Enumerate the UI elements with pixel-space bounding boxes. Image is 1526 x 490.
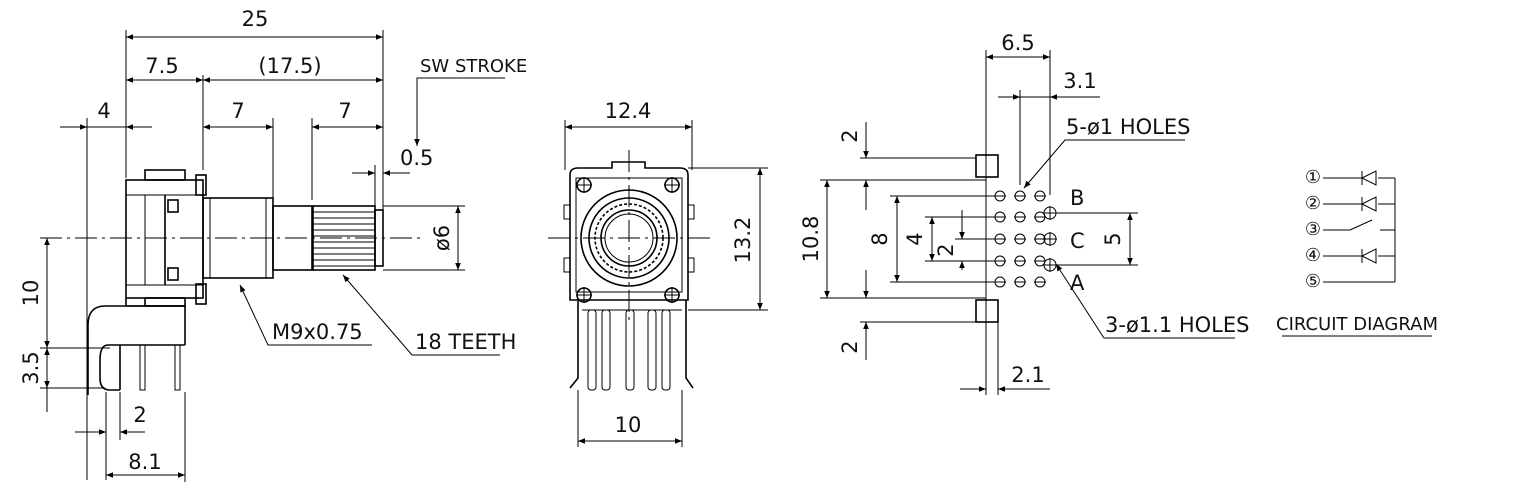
dim-7b: 7 (338, 99, 351, 123)
pcb-holes (994, 190, 1057, 288)
dim-2-mid: 2 (934, 243, 958, 256)
dim-10-8: 10.8 (799, 216, 823, 263)
circuit-pin-1: ① (1305, 167, 1321, 188)
dim-8: 8 (868, 232, 892, 245)
dim-7-5: 7.5 (145, 54, 178, 78)
circuit-pin-2: ② (1305, 193, 1321, 214)
dim-5: 5 (1101, 232, 1125, 245)
dim-25: 25 (242, 7, 269, 31)
front-terminals (569, 300, 694, 391)
pin-a-label: A (1070, 271, 1085, 295)
diode-symbol (1360, 170, 1377, 186)
dim-2-1: 2.1 (1011, 363, 1044, 387)
mount-pad-bottom (975, 299, 999, 323)
pcb-layout: 6.5 3.1 5-ø1 HOLES 2 10.8 8 4 (799, 31, 1249, 395)
sw-stroke-label: SW STROKE (420, 56, 527, 77)
dim-6-5: 6.5 (1001, 31, 1034, 55)
dim-2-side: 2 (133, 403, 146, 427)
front-body (569, 161, 689, 301)
dim-10-side: 10 (19, 280, 43, 307)
sw-stroke-leader (414, 77, 505, 146)
circuit-diagram-title: CIRCUIT DIAGRAM (1276, 314, 1438, 335)
circuit-pin-4: ④ (1305, 245, 1321, 266)
dim-3-1: 3.1 (1063, 69, 1096, 93)
terminal-pin (139, 344, 146, 391)
holes-5-label: 5-ø1 HOLES (1066, 115, 1190, 139)
dim-17-5: (17.5) (258, 54, 321, 78)
pin-b-label: B (1070, 186, 1084, 210)
teeth-label: 18 TEETH (415, 330, 516, 354)
dim-0-5: 0.5 (400, 146, 433, 170)
knurl-lines (312, 211, 375, 267)
dim-13-2: 13.2 (731, 217, 755, 264)
dim-4-pcb: 4 (903, 232, 927, 245)
thread-label: M9x0.75 (272, 320, 363, 344)
diode-symbol (1360, 196, 1377, 212)
dim-12-4: 12.4 (605, 99, 652, 123)
holes-3-label: 3-ø1.1 HOLES (1105, 313, 1249, 337)
switch-symbol (1349, 219, 1373, 231)
dim-2-bot: 2 (838, 340, 862, 353)
mount-hole (664, 287, 680, 303)
dim-7a: 7 (231, 99, 244, 123)
circuit-pin-3: ③ (1305, 219, 1321, 240)
dim-4: 4 (97, 99, 110, 123)
mount-pad-top (975, 154, 999, 178)
pin-c-label: C (1070, 229, 1085, 253)
mount-hole (576, 287, 592, 303)
diode-symbol (1360, 248, 1377, 264)
dim-dia-6: ø6 (430, 225, 454, 251)
mounting-bracket (125, 298, 186, 345)
circuit-pin-5: ⑤ (1305, 271, 1321, 292)
dim-10-front: 10 (615, 413, 642, 437)
mounting-leg (99, 344, 120, 391)
dim-2-top: 2 (838, 129, 862, 142)
dim-8-1: 8.1 (128, 450, 161, 474)
mount-hole (664, 177, 680, 193)
terminal-pin (174, 344, 181, 391)
front-view: 12.4 (548, 99, 768, 447)
dim-3-5: 3.5 (19, 351, 43, 384)
side-view: 25 7.5 (17.5) 4 7 7 SW STROKE 0.5 (19, 7, 527, 482)
circuit-diagram: ① ② ③ ④ ⑤ CIRCUIT DIAGRAM (1276, 167, 1438, 337)
mount-hole (576, 177, 592, 193)
